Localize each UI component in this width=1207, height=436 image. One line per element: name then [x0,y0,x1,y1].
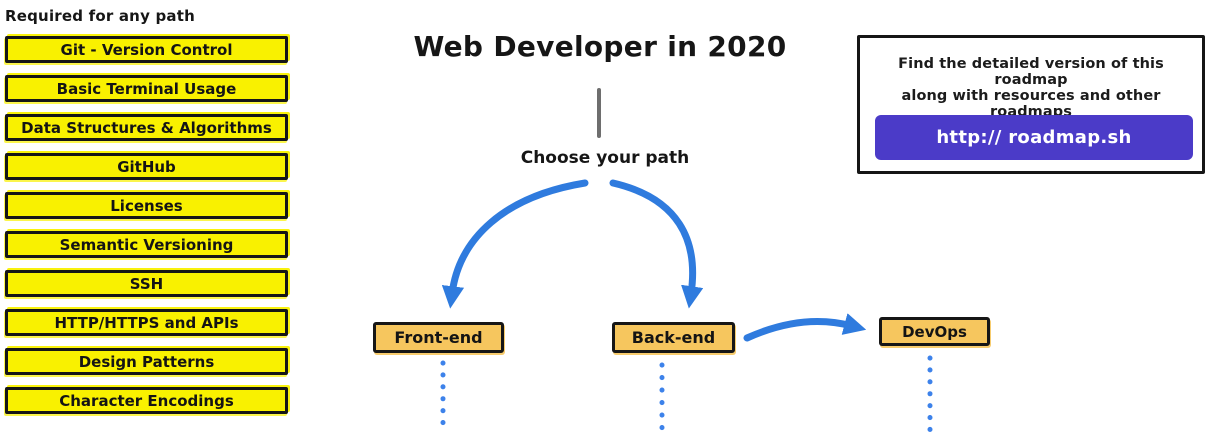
topic-semantic-versioning: Semantic Versioning [5,231,288,258]
topic-github: GitHub [5,153,288,180]
path-box-frontend: Front-end [373,322,504,353]
arrow-to-backend-icon [609,179,704,309]
topic-git: Git - Version Control [5,36,288,63]
roadmap-url-button[interactable]: http:// roadmap.sh [875,115,1193,160]
arrow-to-frontend-icon [441,179,589,309]
topic-character-encodings: Character Encodings [5,387,288,414]
required-path-heading: Required for any path [5,7,195,25]
arrow-backend-to-devops-icon [743,313,867,342]
topic-licenses: Licenses [5,192,288,219]
page-title: Web Developer in 2020 [413,30,787,63]
topic-data-structures: Data Structures & Algorithms [5,114,288,141]
choose-path-label: Choose your path [520,148,690,168]
info-box: Find the detailed version of this roadma… [857,35,1205,174]
path-box-devops: DevOps [879,317,990,346]
info-text-line1: Find the detailed version of this roadma… [898,56,1164,88]
required-topics-list: Git - Version Control Basic Terminal Usa… [5,36,288,414]
topic-http-apis: HTTP/HTTPS and APIs [5,309,288,336]
topic-ssh: SSH [5,270,288,297]
topic-terminal: Basic Terminal Usage [5,75,288,102]
path-box-backend: Back-end [612,322,735,353]
topic-design-patterns: Design Patterns [5,348,288,375]
title-stem-line [597,88,601,138]
